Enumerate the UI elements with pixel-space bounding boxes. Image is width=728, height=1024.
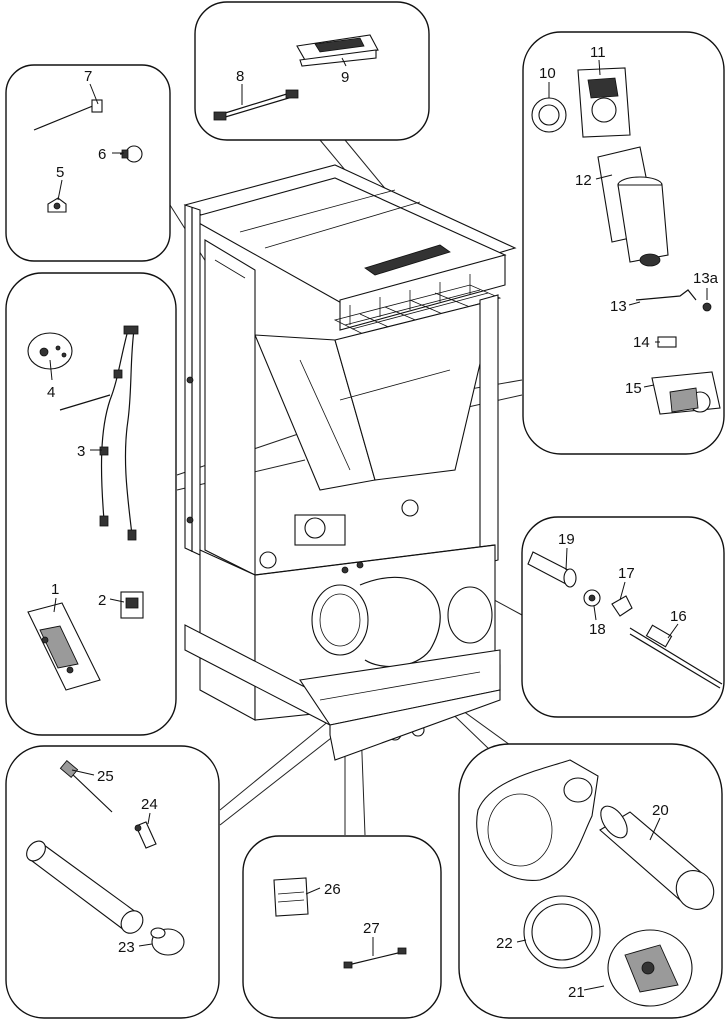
callout-21: 21	[568, 984, 585, 1001]
callout-13: 13	[610, 298, 627, 315]
callout-27: 27	[363, 920, 380, 937]
callout-7: 7	[84, 68, 92, 85]
callout-20: 20	[652, 802, 669, 819]
callout-13a: 13a	[693, 270, 719, 287]
callout-9: 9	[341, 69, 349, 86]
callout-16: 16	[670, 608, 687, 625]
panel-feed-parts	[522, 31, 725, 455]
panel-board-cables	[242, 835, 442, 1019]
callout-19: 19	[558, 531, 575, 548]
callout-3: 3	[77, 443, 85, 460]
callout-22: 22	[496, 935, 513, 952]
callout-24: 24	[141, 796, 158, 813]
callout-15: 15	[625, 380, 642, 397]
callout-23: 23	[118, 939, 135, 956]
callout-2: 2	[98, 592, 106, 609]
panel-wiring	[5, 272, 177, 736]
callout-18: 18	[589, 621, 606, 638]
callout-10: 10	[539, 65, 556, 82]
callout-5: 5	[56, 164, 64, 181]
leader-lines	[49, 57, 708, 991]
panel-pipes	[5, 745, 220, 1019]
callout-11: 11	[590, 44, 606, 61]
callout-4: 4	[47, 384, 55, 401]
panel-control-unit	[194, 1, 430, 141]
callout-1: 1	[51, 581, 59, 598]
callout-6: 6	[98, 146, 106, 163]
panel-sensors	[5, 64, 171, 262]
callout-26: 26	[324, 881, 341, 898]
callout-12: 12	[575, 172, 592, 189]
callout-25: 25	[97, 768, 114, 785]
panel-burner-parts	[458, 743, 723, 1019]
callout-labels: 1 2 3 4 5 6 7 8 9 10 11 12 13 13a 14 15 …	[47, 44, 719, 1001]
callout-8: 8	[236, 68, 244, 85]
main-boiler-assembly	[183, 164, 517, 761]
callout-14: 14	[633, 334, 650, 351]
panel-ignition-parts	[521, 516, 725, 718]
callout-17: 17	[618, 565, 635, 582]
